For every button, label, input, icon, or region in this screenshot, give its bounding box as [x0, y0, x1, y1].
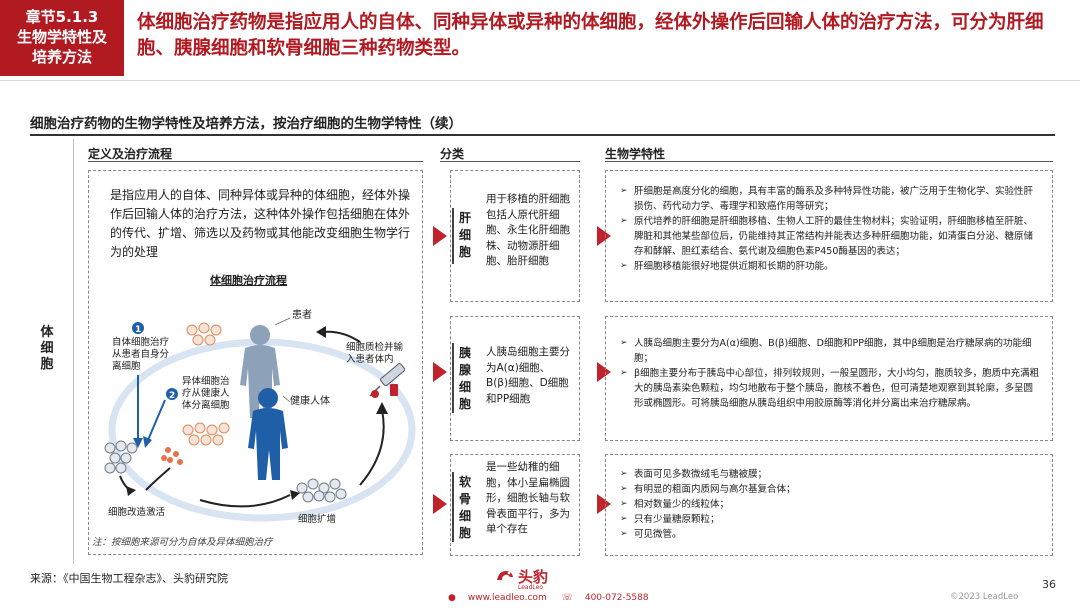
section-badge: 章节5.1.3 生物学特性及 培养方法	[0, 0, 124, 76]
arrow-liver	[433, 226, 447, 246]
blue-arrowhead-2	[143, 436, 152, 448]
type-marker-liver	[452, 208, 454, 264]
qc-line2: 入患者体内	[346, 353, 394, 365]
black-arrowhead-1	[126, 486, 136, 496]
contact-line: ● www.leadleo.com ☏ 400-072-5588	[448, 593, 661, 603]
slide-subtitle: 细胞治疗药物的生物学特性及培养方法，按治疗细胞的生物学特性（续）	[30, 116, 462, 132]
flow-note: 注：按细胞来源可分为自体及异体细胞治疗	[92, 537, 273, 548]
bio-cartilage-item-5: 可见微管。	[620, 527, 1040, 542]
flow-title: 体细胞治疗流程	[210, 274, 287, 287]
brand-logo: 头豹	[495, 566, 548, 587]
website-link[interactable]: www.leadleo.com	[467, 593, 547, 603]
therapy-flow-diagram: 患者 健康人体 1 自体细胞治疗 从患者自身分 离细胞 2 异体细胞治 疗从健康…	[104, 309, 416, 525]
arrow-pancreas-bio	[597, 362, 611, 382]
source-note: 来源：《中国生物工程杂志》、头豹研究院	[30, 572, 228, 585]
section-title-line1: 生物学特性及	[16, 28, 107, 46]
globe-icon: ●	[448, 593, 456, 603]
cells-left	[104, 440, 138, 474]
healthy-person-figure	[248, 388, 288, 480]
step1-line2: 从患者自身分	[112, 348, 170, 360]
header-divider	[0, 80, 1080, 81]
phone-icon: ☏	[561, 593, 573, 603]
column-head-biology: 生物学特性	[605, 147, 666, 161]
column-rule-definition	[88, 161, 423, 162]
arrow-pancreas	[433, 362, 447, 382]
bio-box-liver	[605, 170, 1053, 302]
blue-arrows	[137, 375, 166, 441]
type-label-liver: 肝细胞	[458, 211, 471, 259]
step2-line2: 疗从健康人	[182, 387, 230, 399]
column-rule-category	[440, 161, 580, 162]
type-marker-pancreas	[452, 343, 454, 413]
section-title-line2: 培养方法	[31, 48, 92, 66]
column-rule-biology	[605, 161, 1053, 162]
arrow-cartilage	[433, 494, 447, 514]
healthy-person-label: 健康人体	[290, 394, 330, 407]
step2-badge	[166, 388, 178, 400]
black-arrowhead-2	[290, 490, 300, 500]
step1-badge	[132, 322, 144, 334]
black-arrowhead-3	[376, 402, 388, 414]
bio-cartilage-item-1: 表面可见多数微绒毛与糖被膜；	[620, 467, 1040, 482]
step1-line1: 自体细胞治疗	[112, 336, 170, 348]
phone-number: 400-072-5588	[584, 593, 649, 603]
step1-line3: 离细胞	[112, 360, 141, 372]
page-number: 36	[1042, 578, 1056, 591]
page-headline: 体细胞治疗药物是指应用人的自体、同种异体或异种的体细胞，经体外操作后回输人体的治…	[137, 12, 1044, 59]
arrow-liver-bio	[597, 226, 611, 246]
column-head-category: 分类	[440, 147, 465, 161]
blue-arrowhead-1	[133, 438, 143, 448]
cells-middle	[182, 422, 230, 446]
arrow-cartilage-bio	[597, 494, 611, 514]
type-marker-cartilage	[452, 472, 454, 542]
copyright: ©2023 LeadLeo	[950, 592, 1019, 602]
cells-expanded	[296, 478, 347, 503]
type-desc-pancreas: 人胰岛细胞主要分为A(α)细胞、B(β)细胞、D细胞和PP细胞	[486, 346, 570, 405]
bio-cartilage-item-3: 相对数量少的线粒体；	[620, 497, 1040, 512]
bio-liver-item-1: 肝细胞是高度分化的细胞，具有丰富的酶系及多种特异性功能，被广泛用于生物化学、实验…	[620, 184, 1040, 214]
logo-subtext: LeadLeo	[518, 584, 544, 591]
step1-number: 1	[135, 325, 141, 335]
step2-line3: 体分离细胞	[182, 399, 230, 411]
type-desc-liver: 用于移植的肝细胞包括人原代肝细胞、永生化肝细胞株、动物源肝细胞、胎肝细胞	[486, 193, 570, 267]
bio-list-pancreas: 人胰岛细胞主要分为A(α)细胞、B(β)细胞、D细胞和PP细胞，其中β细胞是治疗…	[620, 336, 1040, 411]
bio-list-liver: 肝细胞是高度分化的细胞，具有丰富的酶系及多种特异性功能，被广泛用于生物化学、实验…	[620, 184, 1040, 274]
category-box-pancreas	[450, 316, 580, 441]
bio-pancreas-item-2: β细胞主要分布于胰岛中心部位，排列较规则，一般呈圆形，大小均匀，胞质较多，胞质中…	[620, 366, 1040, 411]
bio-cartilage-item-2: 有明显的粗面内质网与高尔基复合体；	[620, 482, 1040, 497]
syringe-icon	[369, 363, 406, 398]
black-arrowhead-4	[316, 326, 326, 338]
expand-label: 细胞扩增	[298, 513, 336, 525]
step2-number: 2	[169, 391, 175, 401]
bio-liver-item-2: 原代培养的肝细胞是肝细胞移植、生物人工肝的最佳生物材料；实验证明，肝细胞移植至肝…	[620, 214, 1040, 259]
logo-text: 头豹	[518, 568, 549, 586]
side-label-somatic: 体细胞	[40, 325, 54, 372]
definition-text: 是指应用人的自体、同种异体或异种的体细胞，经体外操作后回输人体的治疗方法，这种体…	[110, 188, 411, 259]
type-label-cartilage: 软骨细胞	[458, 475, 471, 540]
column-head-definition: 定义及治疗流程	[88, 147, 173, 161]
section-number: 章节5.1.3	[25, 8, 99, 26]
type-desc-cartilage: 是一些幼稚的细胞，体小呈扁椭圆形，细胞长轴与软骨表面平行，多为单个存在	[486, 461, 570, 535]
patient-label: 患者	[292, 309, 312, 321]
category-box-cartilage	[450, 454, 580, 556]
bio-box-cartilage	[605, 454, 1053, 556]
definition-box	[88, 170, 423, 555]
side-divider	[73, 139, 74, 564]
category-box-liver	[450, 170, 580, 302]
cells-top	[186, 322, 222, 346]
bio-list-cartilage: 表面可见多数微绒毛与糖被膜； 有明显的粗面内质网与高尔基复合体； 相对数量少的线…	[620, 467, 1040, 542]
bio-cartilage-item-4: 只有少量糖原颗粒；	[620, 512, 1040, 527]
bio-pancreas-item-1: 人胰岛细胞主要分为A(α)细胞、B(β)细胞、D细胞和PP细胞，其中β细胞是治疗…	[620, 336, 1040, 366]
subtitle-rule	[30, 134, 1055, 136]
leopard-logo-icon	[497, 570, 513, 580]
type-label-pancreas: 胰腺细胞	[458, 346, 471, 411]
bio-box-pancreas	[605, 316, 1053, 441]
bio-liver-item-3: 肝细胞移植能很好地提供近期和长期的肝功能。	[620, 259, 1040, 274]
step2-line1: 异体细胞治	[182, 375, 230, 387]
activate-label: 细胞改造激活	[108, 506, 166, 518]
cells-activated	[161, 447, 183, 465]
qc-line1: 细胞质检并输	[346, 341, 404, 353]
